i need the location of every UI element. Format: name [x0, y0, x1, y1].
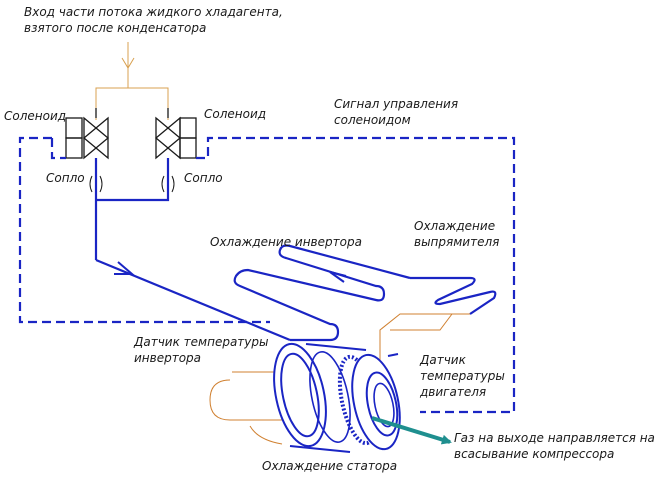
motor-sensor-label-line2: температуры — [420, 369, 505, 383]
solenoid-valve-right — [154, 108, 197, 160]
motor-sensor-label-line3: двигателя — [419, 385, 486, 399]
solenoid-left-label: Соленоид — [4, 109, 66, 123]
solenoid-valve-left — [65, 108, 110, 160]
inverter-sensor-label-line1: Датчик температуры — [133, 335, 268, 349]
nozzle-left-icon — [89, 175, 103, 193]
solenoid-signal-line — [18, 136, 516, 414]
motor-sensor-label-line1: Датчик — [419, 353, 467, 367]
inverter-flow-arrow — [329, 271, 347, 283]
nozzle-right-icon — [161, 175, 175, 193]
solenoid-right-label: Соленоид — [204, 107, 266, 121]
nozzle-left-label: Сопло — [46, 171, 85, 185]
input-label-line2: взятого после конденсатора — [24, 21, 206, 35]
rectifier-cooling-label-line1: Охлаждение — [414, 219, 495, 233]
gas-outlet-arrow — [371, 416, 452, 445]
stator-motor — [209, 342, 401, 453]
rectifier-cooling-label-line2: выпрямителя — [414, 235, 499, 249]
gas-outlet-label-line2: всасывание компрессора — [454, 447, 614, 461]
inverter-sensor-label-line2: инвертора — [134, 351, 201, 365]
stator-feed-pipe — [379, 313, 470, 360]
input-pipe — [95, 42, 169, 120]
nozzle-right-label: Сопло — [184, 171, 223, 185]
refrigerant-line — [94, 158, 291, 342]
inverter-cooling-coil — [233, 244, 411, 342]
gas-outlet-label-line1: Газ на выходе направляется на — [454, 431, 655, 445]
input-label-line1: Вход части потока жидкого хладагента, — [24, 5, 283, 19]
signal-label-line1: Сигнал управления — [334, 97, 458, 111]
rectifier-cooling-coil — [410, 276, 497, 315]
inverter-cooling-label: Охлаждение инвертора — [210, 235, 362, 249]
signal-label-line2: соленоидом — [334, 113, 411, 127]
stator-cooling-label: Охлаждение статора — [262, 459, 397, 473]
